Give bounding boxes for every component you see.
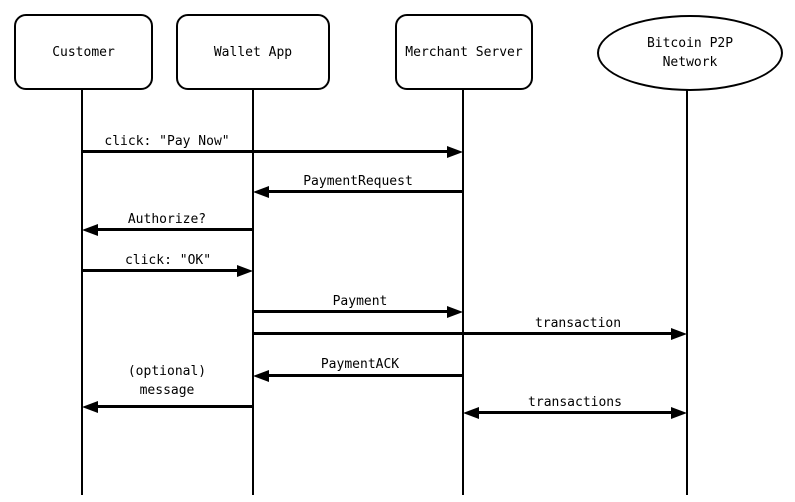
message-arrow-click-pay-now — [82, 150, 447, 153]
message-arrow-transactions — [479, 411, 671, 414]
actor-merchant-server-label: Merchant Server — [405, 44, 523, 60]
actor-wallet-app: Wallet App — [176, 14, 330, 90]
arrowhead-left-icon — [253, 370, 269, 382]
actor-bitcoin-p2p-network-label: Bitcoin P2P Network — [646, 36, 734, 70]
arrowhead-left-icon — [253, 186, 269, 198]
arrowhead-left-icon — [463, 407, 479, 419]
message-arrow-optional-message — [98, 405, 253, 408]
message-arrow-payment — [253, 310, 447, 313]
actor-wallet-app-label: Wallet App — [213, 44, 293, 60]
message-arrow-click-ok — [82, 269, 237, 272]
arrowhead-left-icon — [82, 224, 98, 236]
message-label-transactions: transactions — [526, 393, 624, 412]
lifeline-wallet-app — [252, 90, 254, 495]
message-arrow-payment-request — [269, 190, 463, 193]
actor-bitcoin-p2p-network: Bitcoin P2P Network — [597, 15, 783, 91]
message-arrow-payment-ack — [269, 374, 463, 377]
arrowhead-right-icon — [671, 328, 687, 340]
message-label-transaction: transaction — [532, 314, 624, 333]
arrowhead-right-icon — [447, 146, 463, 158]
message-label-click-pay-now: click: "Pay Now" — [102, 132, 232, 151]
actor-customer: Customer — [14, 14, 153, 90]
actor-customer-label: Customer — [52, 44, 115, 60]
arrowhead-right-icon — [671, 407, 687, 419]
message-label-payment-ack: PaymentACK — [318, 355, 402, 374]
message-label-payment-request: PaymentRequest — [301, 172, 415, 191]
arrowhead-left-icon — [82, 401, 98, 413]
lifeline-bitcoin-p2p-network — [686, 90, 688, 495]
message-label-click-ok: click: "OK" — [122, 251, 214, 270]
message-arrow-authorize — [98, 228, 253, 231]
arrowhead-right-icon — [237, 265, 253, 277]
message-label-optional-message: (optional) message — [125, 362, 209, 400]
message-label-payment: Payment — [330, 292, 390, 311]
actor-merchant-server: Merchant Server — [395, 14, 533, 90]
message-arrow-transaction — [253, 332, 671, 335]
message-label-authorize: Authorize? — [125, 210, 209, 229]
lifeline-merchant-server — [462, 90, 464, 495]
lifeline-customer — [81, 90, 83, 495]
arrowhead-right-icon — [447, 306, 463, 318]
